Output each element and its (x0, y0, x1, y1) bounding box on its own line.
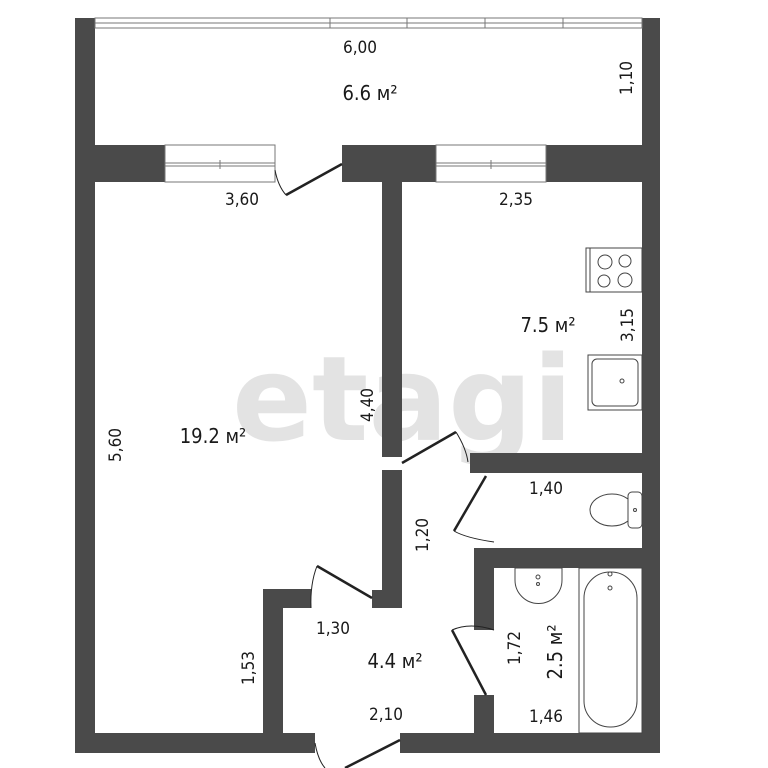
living-area-label: 19.2 м² (180, 424, 247, 448)
hallway-area-label: 4.4 м² (367, 649, 422, 673)
walls (75, 18, 660, 753)
living-window (164, 144, 276, 183)
kitchen-width-label: 2,35 (499, 190, 533, 210)
partition-length-label: 4,40 (358, 388, 378, 422)
balcony-width-label: 6,00 (343, 38, 377, 58)
toilet-icon (589, 491, 643, 529)
washbasin-icon (514, 567, 563, 604)
bathtub-icon (578, 567, 643, 734)
kitchen-window (435, 144, 547, 183)
kitchen-sink-icon (587, 354, 643, 411)
hallway-bottom-label: 2,10 (369, 705, 403, 725)
doors (274, 162, 495, 768)
etagi-watermark: etagi (232, 330, 573, 468)
bathroom-area-label: 2.5 м² (543, 624, 567, 679)
living-length-label: 5,60 (106, 428, 126, 462)
living-width-label: 3,60 (225, 190, 259, 210)
stove-icon (585, 247, 643, 293)
kitchen-length-label: 3,15 (618, 308, 638, 342)
bathroom-length-label: 1,72 (505, 631, 525, 665)
living-lower-label: 1,53 (239, 651, 259, 685)
bathroom-width-label: 1,46 (529, 707, 563, 727)
balcony-glazing (94, 17, 643, 29)
hallway-top-label: 1,30 (316, 619, 350, 639)
balcony-depth-label: 1,10 (617, 61, 637, 95)
balcony-area-label: 6.6 м² (342, 81, 397, 105)
kitchen-area-label: 7.5 м² (520, 313, 575, 337)
hallway-side-label: 1,20 (413, 518, 433, 552)
toilet-width-label: 1,40 (529, 479, 563, 499)
